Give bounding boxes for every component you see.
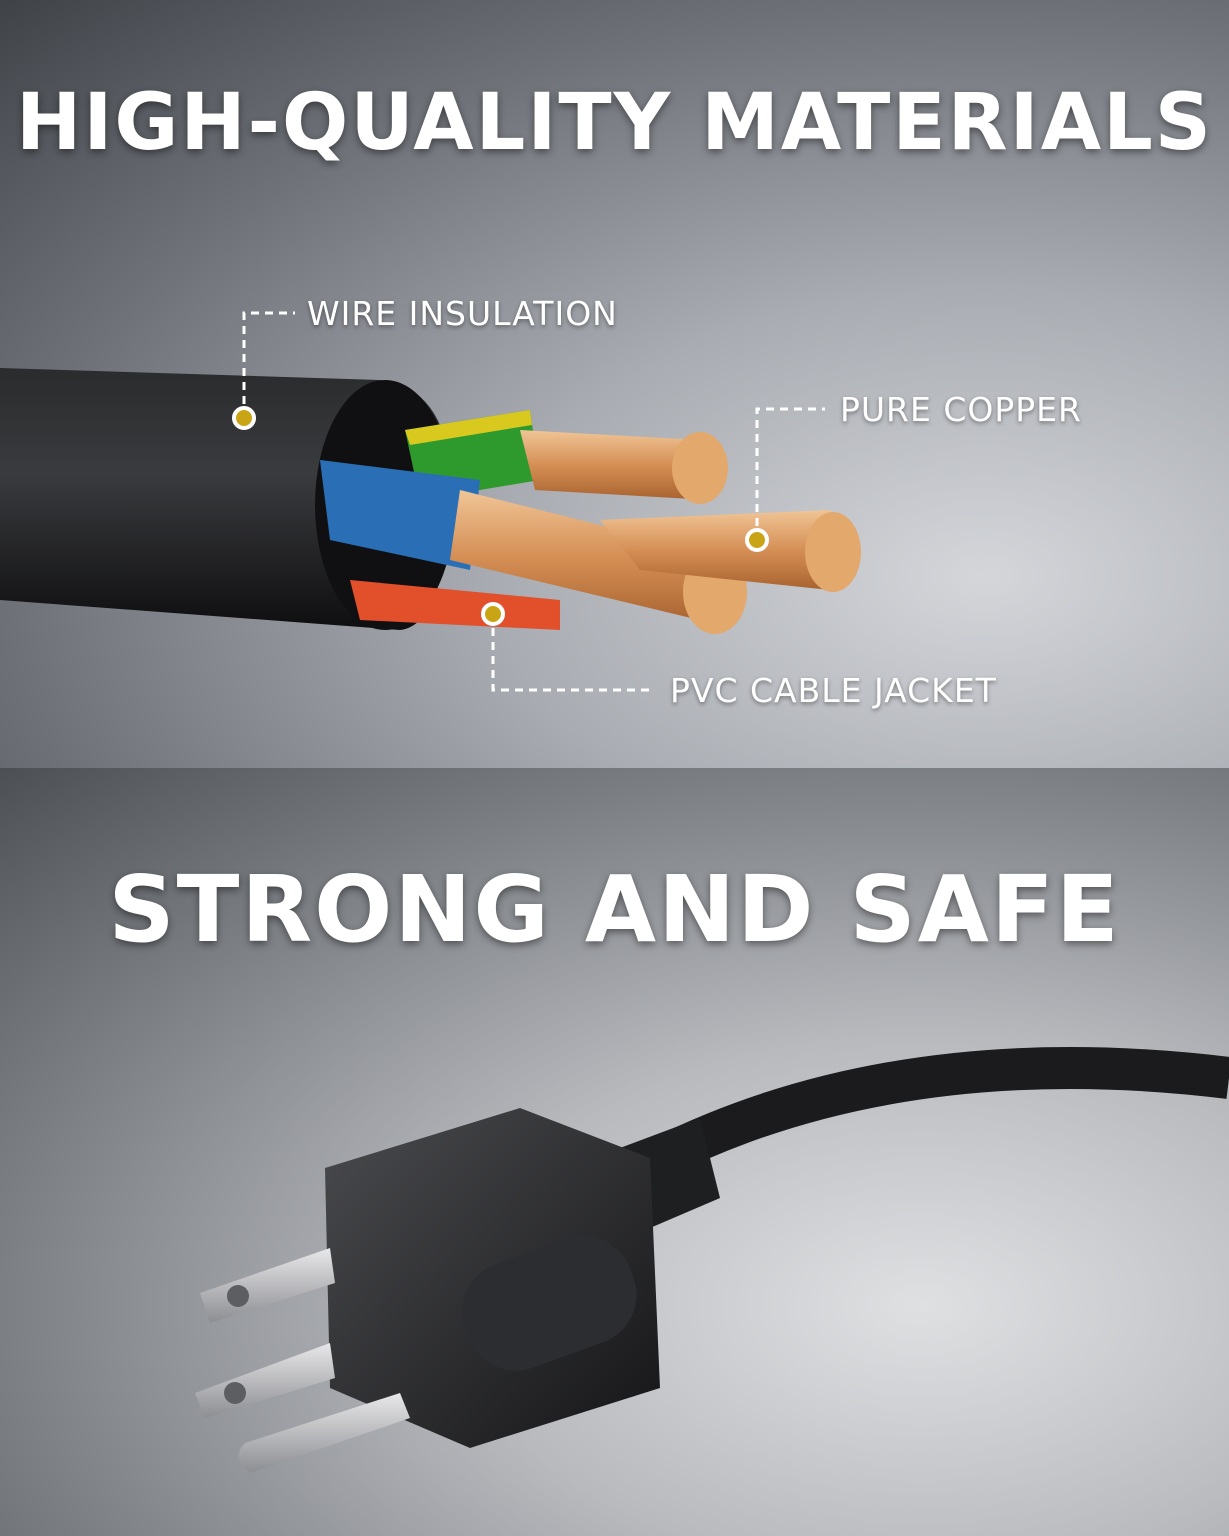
callout-wire-insulation: WIRE INSULATION — [307, 294, 618, 333]
heading-strong-and-safe: STRONG AND SAFE — [108, 856, 1121, 963]
callout-dot — [745, 528, 769, 552]
callout-pvc-cable-jacket: PVC CABLE JACKET — [670, 671, 997, 710]
callout-dot — [481, 602, 505, 626]
power-plug-illustration — [195, 1047, 1229, 1473]
strong-safe-panel: STRONG AND SAFE — [0, 768, 1229, 1536]
callout-pure-copper: PURE COPPER — [840, 390, 1082, 429]
heading-high-quality-materials: HIGH-QUALITY MATERIALS — [16, 78, 1213, 168]
cable-cross-section-illustration — [0, 311, 861, 692]
materials-panel: HIGH-QUALITY MATERIALS WIRE INSULATION P… — [0, 0, 1229, 768]
callout-dot — [232, 406, 256, 430]
